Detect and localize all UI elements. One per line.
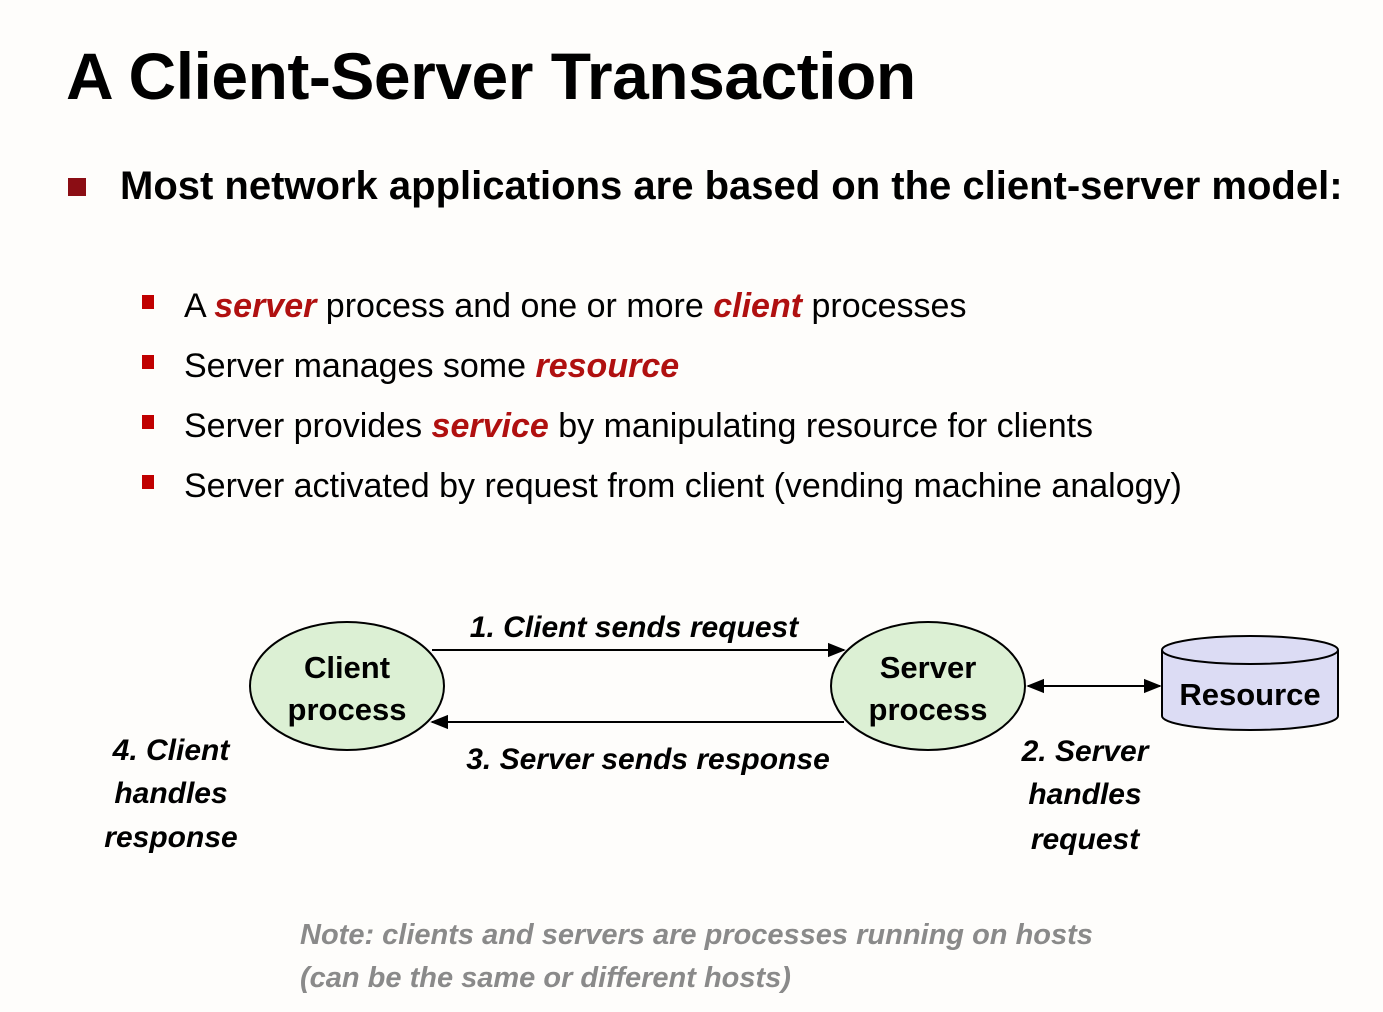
sub-bullet-text: Server activated by request from client … [184,467,1182,505]
sub-bullet-text: Server provides service by manipulating … [184,407,1094,445]
main-bullet-text: Most network applications are based on t… [120,164,1343,208]
highlight-resource: resource [535,347,680,385]
server-process-label-line1: Server [880,650,977,685]
sub-bullet-square-icon [142,355,154,369]
server-process-node [830,621,1026,751]
footnote-line2: (can be the same or different hosts) [300,962,791,994]
footnote-line1: Note: clients and servers are processes … [300,919,1093,951]
highlight-service: service [431,407,549,445]
step4-label-line1: 4. Client [112,734,232,767]
footnote: Note: clients and servers are processes … [300,914,1093,1000]
client-process-label-line2: process [288,692,407,727]
sub-bullet-text: A server process and one or more client … [184,287,967,325]
highlight-server: server [214,287,317,325]
resource-cylinder-icon [1161,635,1339,731]
bullet-square-icon [68,178,86,196]
step1-label: 1. Client sends request [470,611,800,644]
step2-label-line3: request [1031,823,1141,856]
sub-bullet-square-icon [142,475,154,489]
main-bullet: Most network applications are based on t… [66,158,1346,215]
resource-label: Resource [1179,677,1320,712]
server-process-label-line2: process [869,692,988,727]
slide-title: A Client-Server Transaction [66,39,916,113]
step2-label-line2: handles [1028,778,1141,811]
step2-label-line1: 2. Server [1021,735,1151,768]
highlight-client: client [713,287,803,325]
sub-bullet-square-icon [142,415,154,429]
step4-label-line3: response [104,821,237,854]
client-process-node [249,621,445,751]
sub-bullet-square-icon [142,295,154,309]
step3-label: 3. Server sends response [466,743,830,776]
step4-label-line2: handles [114,777,227,810]
sub-bullet-text: Server manages some resource [184,347,680,385]
client-process-label-line1: Client [304,650,390,685]
